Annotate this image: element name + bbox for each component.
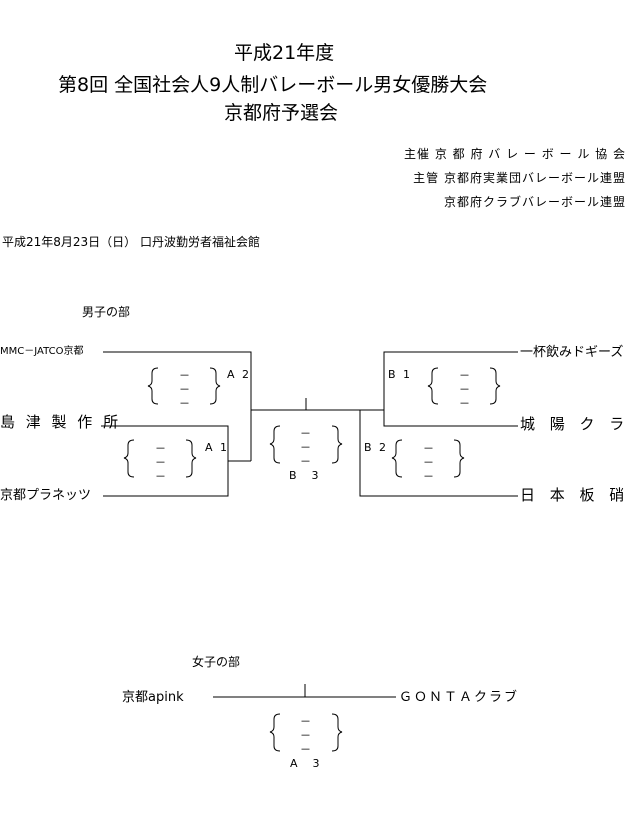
score-women-set2: － [300,729,311,742]
women-team-left: 京都apink [122,690,184,705]
men-team-left3: 京都プラネッツ [0,488,92,503]
organizer-co-manager: 京都府クラブバレーボール連盟 [443,195,626,209]
women-team-right: ＧＯＮＴＡクラブ [399,690,520,705]
score-b2-set1: － [423,442,434,455]
men-team-left2: 島 津 製 作 所 [0,413,122,431]
score-a1-set3: － [155,470,166,483]
organizer-manager: 主管 京都府実業団バレーボール連盟 [413,171,626,185]
men-team-right1: 一杯飲みドギーズ [520,345,624,360]
score-a1-set1: － [155,442,166,455]
score-b3-set1: － [300,427,311,440]
match-label-b3: B 3 [289,469,321,482]
match-label-a1: A 1 [205,441,230,454]
score-women-set1: － [300,715,311,728]
bracket-right3 [359,410,518,497]
score-b2-set2: － [423,456,434,469]
event-info: 平成21年8月23日（日） 口丹波勤労者福祉会館 [2,235,260,249]
title-line1: 平成21年度 [234,42,335,64]
score-b1-set3: － [459,397,470,410]
bracket-right1 [360,351,518,411]
bracket-right2 [383,410,518,427]
score-b1-set1: － [459,369,470,382]
women-section-label: 女子の部 [192,655,241,669]
score-a2-set2: － [179,383,190,396]
match-label-b1: B 1 [388,368,413,381]
match-label-b2: B 2 [364,441,389,454]
score-a2-set1: － [179,369,190,382]
match-label-women-a3: A 3 [290,757,322,770]
men-team-left1: MMC－JATCO京都 [0,346,84,357]
men-team-right3: 日 本 板 硝 子 [520,486,630,504]
men-team-right2: 城 陽 ク ラ ブ [520,415,630,433]
score-a2-set3: － [179,397,190,410]
organizer-host: 主催 京 都 府 バ レ ー ボ ー ル 協 会 [404,147,626,161]
score-women-set3: － [300,743,311,756]
bracket-left1 [103,351,252,410]
score-a1-set2: － [155,456,166,469]
title-line2: 第8回 全国社会人9人制バレーボール男女優勝大会 [58,74,488,96]
bracket-left3 [103,461,229,497]
match-label-a2: A 2 [227,368,252,381]
score-b3-set2: － [300,441,311,454]
men-section-label: 男子の部 [82,305,131,319]
title-line3: 京都府予選会 [224,102,339,124]
score-b2-set3: － [423,470,434,483]
score-b1-set2: － [459,383,470,396]
score-b3-set3: － [300,455,311,468]
bracket-left2 [101,425,251,462]
